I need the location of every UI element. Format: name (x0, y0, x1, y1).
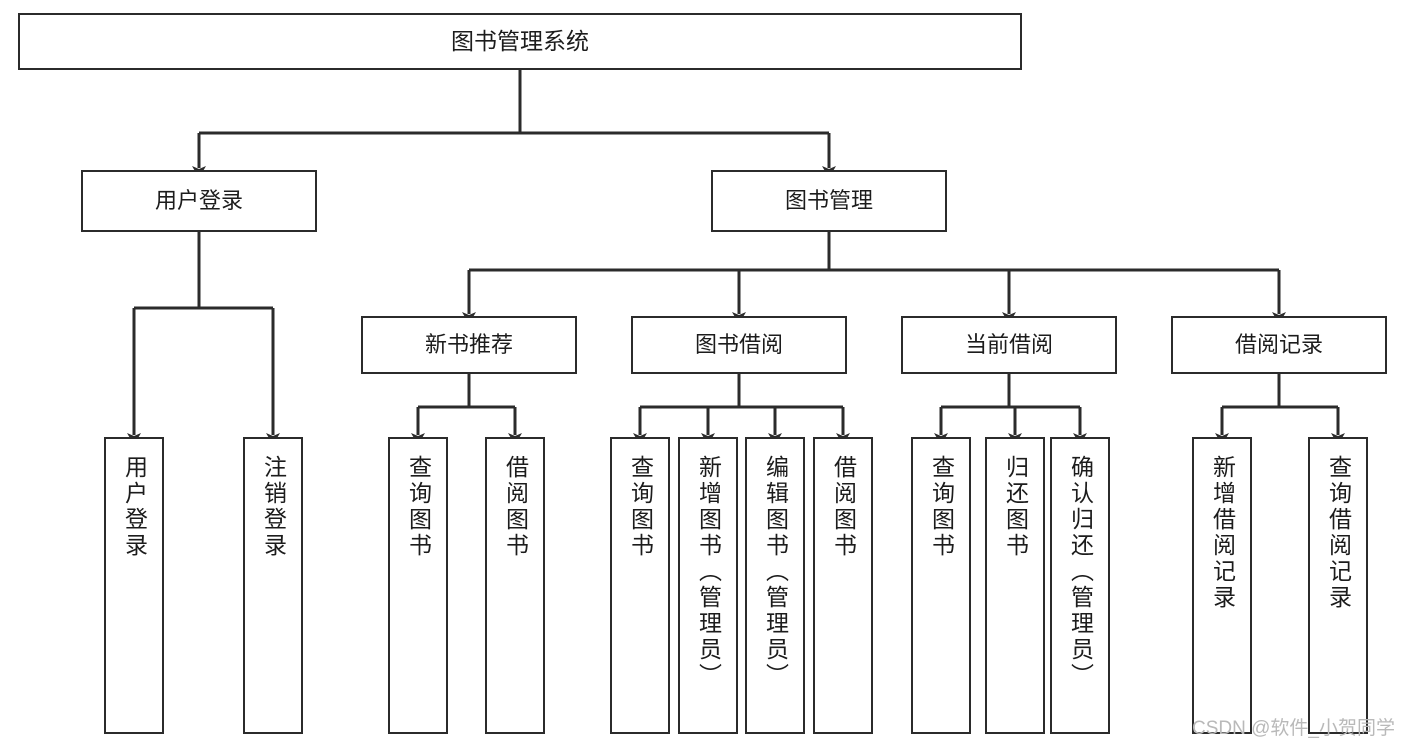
node-leaf-5[interactable]: 新增图书（管理员） (678, 437, 738, 734)
node-level2-1-label: 图书管理 (784, 188, 873, 214)
node-level3-1-label: 图书借阅 (694, 332, 783, 358)
node-leaf-7[interactable]: 借阅图书 (813, 437, 873, 734)
node-leaf-2-label: 查询图书 (405, 455, 432, 559)
node-leaf-0[interactable]: 用户登录 (104, 437, 164, 734)
node-root[interactable]: 图书管理系统 (18, 13, 1022, 70)
node-leaf-0-label: 用户登录 (121, 455, 148, 559)
node-leaf-4-label: 查询图书 (627, 455, 654, 559)
node-leaf-9-label: 归还图书 (1002, 455, 1029, 559)
node-leaf-4[interactable]: 查询图书 (610, 437, 670, 734)
node-leaf-2[interactable]: 查询图书 (388, 437, 448, 734)
node-leaf-9[interactable]: 归还图书 (985, 437, 1045, 734)
node-level3-3[interactable]: 借阅记录 (1171, 316, 1387, 374)
node-leaf-8-label: 查询图书 (928, 455, 955, 559)
node-level2-0[interactable]: 用户登录 (81, 170, 317, 232)
node-level2-0-label: 用户登录 (154, 188, 243, 214)
node-leaf-7-label: 借阅图书 (830, 455, 857, 559)
node-leaf-12-label: 查询借阅记录 (1325, 455, 1352, 611)
watermark: CSDN @软件_小贺同学 (1192, 718, 1395, 739)
node-leaf-10-label: 确认归还（管理员） (1067, 455, 1094, 689)
node-level3-2[interactable]: 当前借阅 (901, 316, 1117, 374)
node-leaf-1-label: 注销登录 (260, 455, 287, 559)
node-leaf-5-label: 新增图书（管理员） (695, 455, 722, 689)
node-leaf-1[interactable]: 注销登录 (243, 437, 303, 734)
node-level3-0[interactable]: 新书推荐 (361, 316, 577, 374)
node-leaf-3[interactable]: 借阅图书 (485, 437, 545, 734)
node-leaf-12[interactable]: 查询借阅记录 (1308, 437, 1368, 734)
node-leaf-11[interactable]: 新增借阅记录 (1192, 437, 1252, 734)
node-leaf-10[interactable]: 确认归还（管理员） (1050, 437, 1110, 734)
node-level3-2-label: 当前借阅 (964, 332, 1053, 358)
node-level3-3-label: 借阅记录 (1234, 332, 1323, 358)
node-leaf-8[interactable]: 查询图书 (911, 437, 971, 734)
node-level2-1[interactable]: 图书管理 (711, 170, 947, 232)
node-leaf-11-label: 新增借阅记录 (1209, 455, 1236, 611)
node-leaf-3-label: 借阅图书 (502, 455, 529, 559)
node-level3-1[interactable]: 图书借阅 (631, 316, 847, 374)
node-leaf-6[interactable]: 编辑图书（管理员） (745, 437, 805, 734)
node-root-label: 图书管理系统 (451, 27, 589, 54)
node-leaf-6-label: 编辑图书（管理员） (762, 455, 789, 689)
node-level3-0-label: 新书推荐 (424, 332, 513, 358)
